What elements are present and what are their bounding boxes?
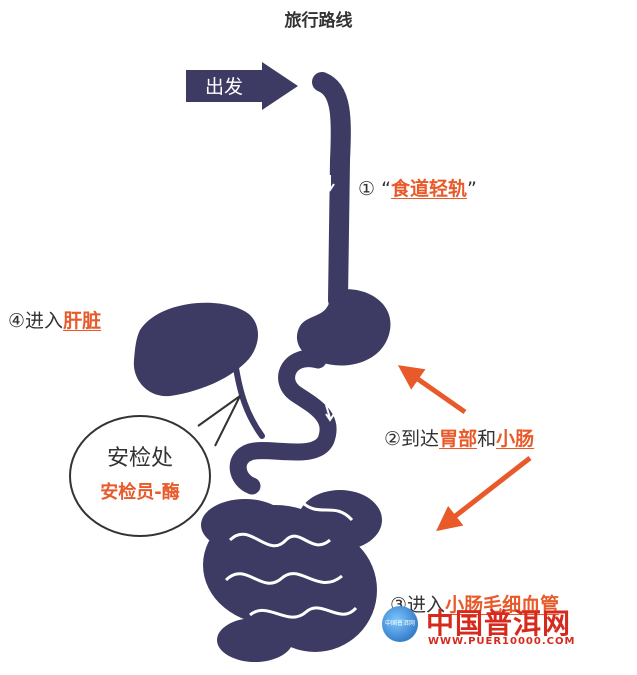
globe-logo-icon: 中国普洱网: [382, 606, 418, 642]
step-4-highlight: 肝脏: [63, 310, 102, 332]
step-2-prefix: 到达: [401, 428, 440, 450]
start-label: 出发: [205, 76, 244, 98]
step-1-highlight: 食道轻轨: [390, 178, 467, 200]
security-subtitle: 安检员-酶: [100, 482, 180, 503]
flow-marker-duodenum: [325, 404, 335, 422]
step-3-highlight: 小肠毛细血管: [445, 594, 560, 616]
watermark: 中国普洱网 中国普洱网 WWW.PUER10000.COM: [382, 604, 612, 650]
step-1-close-quote: ”: [466, 178, 477, 200]
bile-duct: [233, 365, 265, 439]
step-1-label: ① “食道轻轨”: [358, 174, 477, 201]
watermark-name: 中国普洱网: [426, 607, 572, 640]
step-2-label: ②到达胃部和小肠: [384, 424, 534, 451]
step-2-number: ②: [384, 428, 402, 450]
security-pointer: [197, 395, 241, 447]
step-3-prefix: 进入: [407, 594, 446, 616]
flow-marker-esophagus: [325, 175, 335, 192]
step-4-label: ④进入肝脏: [8, 306, 101, 333]
duodenum: [229, 350, 337, 495]
start-arrow: [186, 62, 298, 110]
esophagus: [312, 72, 351, 310]
arrow-to-intestine: [436, 456, 532, 532]
step-4-prefix: 进入: [25, 310, 64, 332]
arrow-to-stomach: [397, 365, 467, 415]
step-2-connector: 和: [477, 428, 497, 450]
step-2-highlight-stomach: 胃部: [439, 428, 478, 450]
step-2-highlight-intestine: 小肠: [496, 428, 535, 450]
step-4-number: ④: [8, 310, 26, 332]
stomach: [296, 289, 391, 366]
step-3-label: ③进入小肠毛细血管: [390, 590, 559, 617]
page-title: 旅行路线: [284, 11, 353, 31]
security-checkpoint: 安检处 安检员-酶: [70, 416, 210, 536]
security-circle: [69, 415, 211, 537]
security-title: 安检处: [106, 446, 173, 471]
liver: [133, 302, 258, 397]
step-1-number: ①: [358, 178, 376, 200]
watermark-url: WWW.PUER10000.COM: [428, 636, 576, 647]
step-1-open-quote: “: [381, 178, 391, 200]
small-intestine: [201, 490, 382, 662]
